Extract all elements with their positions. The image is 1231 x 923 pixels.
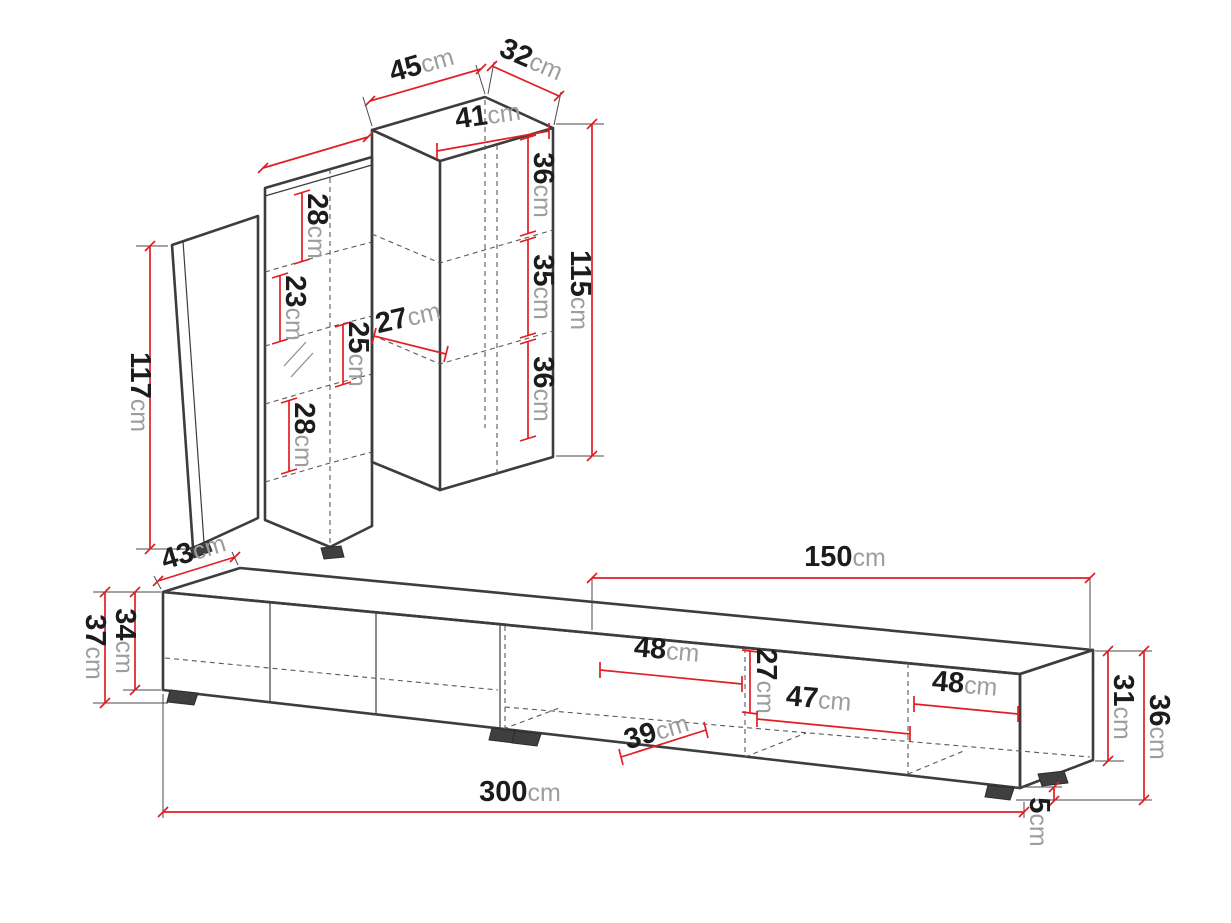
dim-inner-depth-27: 27cm xyxy=(371,294,449,363)
wall-unit-left-panel-foot xyxy=(189,540,213,559)
dim-label-right-section-top: 36cm xyxy=(527,152,559,218)
dim-total-width-300: 300cm xyxy=(157,694,1030,818)
dim-top-width-45: 45cm xyxy=(362,40,487,127)
dim-label-compartment-1-width: 48cm xyxy=(633,631,701,669)
dim-label-right-height: 115cm xyxy=(564,250,596,330)
dim-right-section-top-36: 36cm xyxy=(519,134,559,237)
dim-label-side-height-inner: 31cm xyxy=(1107,674,1139,740)
dim-label-compartment-3-width: 48cm xyxy=(931,665,999,703)
dim-label-total-width: 300cm xyxy=(479,776,561,808)
dim-side-height-outer-36: 36cm xyxy=(1016,645,1175,806)
dim-left-section-1-28: 28cm xyxy=(293,189,333,265)
dim-label-compartment-2-width: 47cm xyxy=(785,680,853,718)
wall-unit-middle-cabinet-foot xyxy=(320,545,345,560)
dim-label-compartment-height: 27cm xyxy=(750,648,782,714)
wall-unit-drawing: 45cm 32cm 41cm 36cm xyxy=(124,32,604,560)
wall-unit-right-cabinet xyxy=(370,95,555,492)
dim-left-section-4-28: 28cm xyxy=(280,397,320,475)
dim-stand-top-depth-43: 43cm xyxy=(152,527,241,590)
dim-side-height-inner-31: 31cm xyxy=(1095,645,1152,767)
dim-label-right-half-width: 150cm xyxy=(804,541,886,573)
dim-front-height-outer-37: 37cm xyxy=(79,586,168,709)
glass-door-mark xyxy=(290,352,314,378)
dim-compartment-3-width-48: 48cm xyxy=(913,665,1019,722)
dim-compartment-1-width-48: 48cm xyxy=(599,631,743,692)
tv-stand-foot xyxy=(511,730,542,747)
dim-left-section-2-23: 23cm xyxy=(271,272,311,345)
dim-label-stand-top-depth: 43cm xyxy=(157,527,229,577)
dim-label-side-height-outer: 36cm xyxy=(1143,694,1175,760)
dim-label-front-height-outer: 37cm xyxy=(79,614,111,680)
dim-compartment-height-27: 27cm xyxy=(741,648,782,715)
dim-label-right-section-bottom: 36cm xyxy=(527,356,559,422)
dim-label-left-section-1: 28cm xyxy=(301,193,333,259)
dim-left-height-117: 117cm xyxy=(124,240,196,555)
wall-unit-left-panel xyxy=(170,214,260,559)
dim-label-inner-depth: 27cm xyxy=(372,294,443,340)
dim-right-section-bottom-36: 36cm xyxy=(519,338,559,442)
dim-foot-height-5: 5cm xyxy=(1014,781,1062,847)
tv-stand-drawing: 43cm 150cm 37cm 34cm xyxy=(79,527,1175,847)
dim-compartment-depth-39: 39cm xyxy=(618,709,709,766)
dim-line-middle-cabinet-top-edge xyxy=(257,131,374,174)
dim-left-section-3-25: 25cm xyxy=(334,321,374,388)
tv-stand-body xyxy=(161,566,1095,801)
dim-right-section-middle-35: 35cm xyxy=(519,236,559,339)
dim-label-right-section-middle: 35cm xyxy=(527,254,559,320)
tv-stand-foot xyxy=(1037,770,1069,787)
tv-stand-foot xyxy=(984,784,1015,801)
dim-label-left-section-4: 28cm xyxy=(288,402,320,468)
dim-label-opening-width: 41cm xyxy=(453,95,522,136)
wall-unit-middle-cabinet xyxy=(263,155,374,560)
dim-right-height-115: 115cm xyxy=(556,118,604,462)
glass-door-mark xyxy=(283,341,307,367)
dim-label-top-depth: 32cm xyxy=(495,32,568,87)
dim-compartment-2-width-47: 47cm xyxy=(756,680,911,742)
dim-right-half-width-150: 150cm xyxy=(586,541,1096,648)
dim-label-left-section-2: 23cm xyxy=(279,275,311,341)
dim-label-left-height: 117cm xyxy=(124,352,156,432)
dim-label-top-width: 45cm xyxy=(386,40,458,89)
dim-label-left-section-3: 25cm xyxy=(342,321,374,387)
dim-opening-width-41: 41cm xyxy=(436,95,550,159)
dim-label-front-height-inner: 34cm xyxy=(109,608,141,674)
dim-label-foot-height: 5cm xyxy=(1023,797,1055,846)
tv-stand-foot xyxy=(166,689,199,706)
dim-front-height-inner-34: 34cm xyxy=(109,586,161,696)
